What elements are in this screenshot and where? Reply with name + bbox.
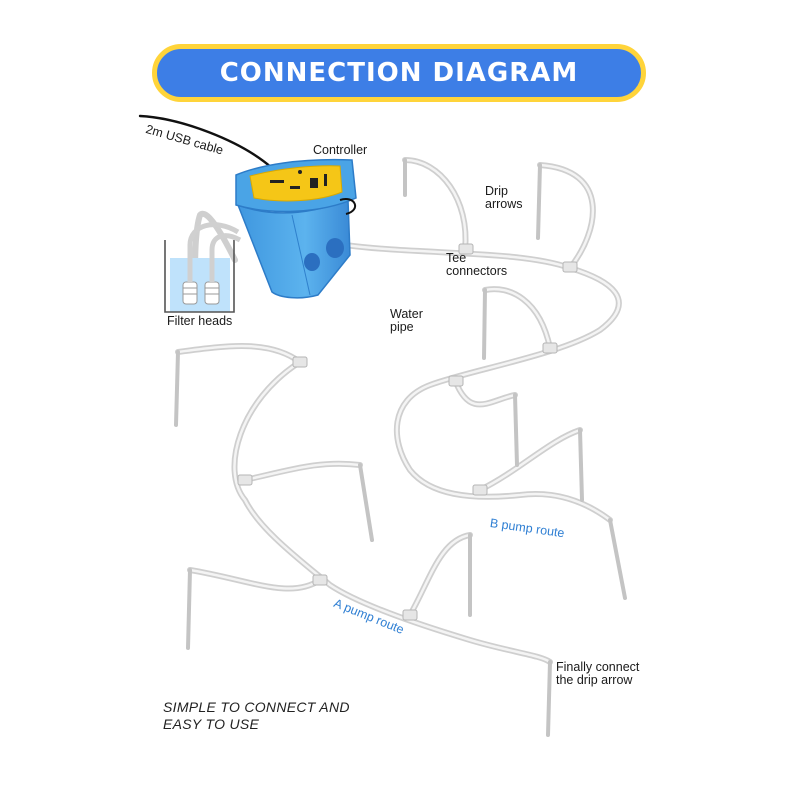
drip-arrow-icon — [482, 288, 487, 360]
a-route-pipe — [231, 359, 553, 665]
drip-arrow-icon — [578, 428, 584, 502]
pump-controller-icon — [235, 158, 357, 299]
page-title: CONNECTION DIAGRAM — [219, 58, 579, 88]
main-pipe — [342, 242, 622, 523]
tee-connector-icon — [458, 243, 474, 255]
filter-head-icon — [182, 281, 220, 305]
controller-label: Controller — [313, 143, 368, 157]
pipe-to-top-drip-2 — [537, 162, 596, 271]
drip-arrows-label-line2: arrows — [485, 197, 523, 211]
filter-heads-label: Filter heads — [167, 314, 233, 328]
filter-container — [164, 222, 242, 313]
title-banner: CONNECTION DIAGRAM — [152, 44, 646, 102]
tee-connector-icon — [312, 574, 328, 586]
tee-connector-icon — [562, 261, 578, 273]
drip-arrows-label-line1: Drip — [485, 184, 508, 198]
drip-arrow-icon — [174, 350, 180, 427]
drip-arrow-icon — [186, 568, 192, 650]
tagline-line2: EASY TO USE — [163, 716, 260, 732]
tee-connector-icon — [292, 356, 308, 368]
pipe-branch-4 — [452, 377, 518, 408]
pipe-to-top-drip — [402, 157, 469, 253]
pipe-branch-3 — [407, 532, 473, 618]
tee-connector-icon — [472, 484, 488, 496]
tee-connector-icon — [402, 609, 418, 621]
tee-connector-icon — [448, 375, 464, 387]
tee-connectors-label-line1: Tee — [446, 251, 467, 265]
tee-connectors-label-line2: connectors — [446, 264, 508, 278]
finally-connect-label-line2: the drip arrow — [556, 673, 633, 687]
tagline-line1: SIMPLE TO CONNECT AND — [163, 699, 350, 715]
drip-arrow-icon — [358, 463, 374, 542]
water-pipe-label-line2: pipe — [390, 320, 414, 334]
drip-arrow-icon — [513, 393, 519, 467]
tee-connector-icon — [237, 474, 253, 486]
drip-arrow-icon — [608, 518, 627, 600]
water-pipe-label-line1: Water — [390, 307, 423, 321]
drip-arrow-icon — [546, 660, 552, 737]
tubing-network — [175, 157, 622, 665]
tagline: SIMPLE TO CONNECT AND EASY TO USE — [163, 699, 350, 733]
finally-connect-label-line1: Finally connect — [556, 660, 640, 674]
tee-connector-icon — [542, 342, 558, 354]
drip-arrow-icon — [536, 163, 542, 240]
